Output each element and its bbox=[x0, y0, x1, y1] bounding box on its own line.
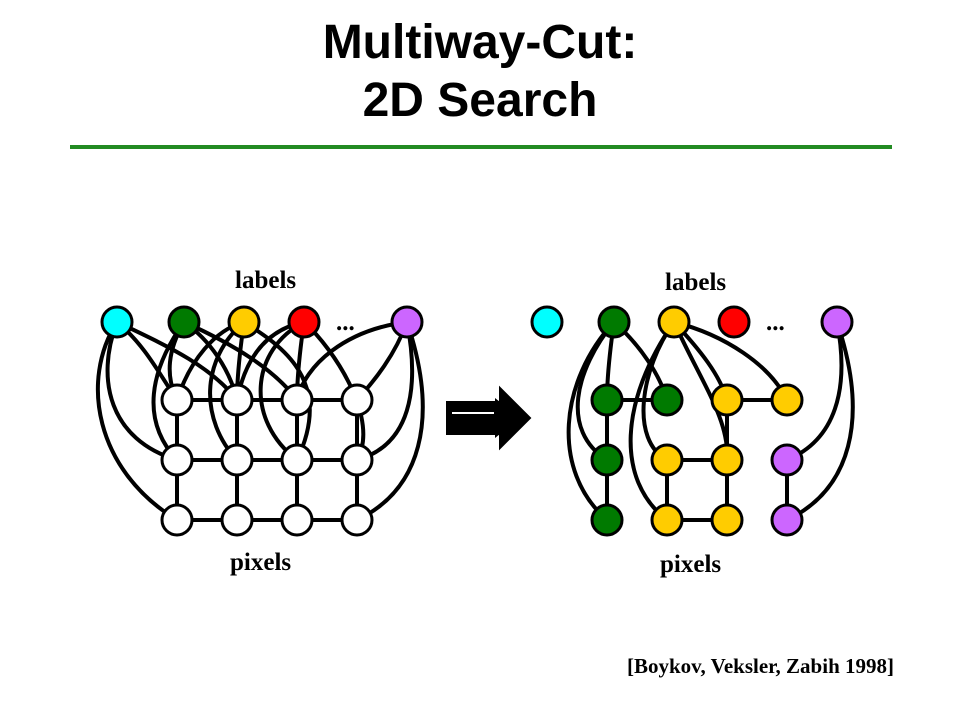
before-edges bbox=[95, 320, 425, 522]
before-terminal-edge bbox=[105, 320, 179, 462]
before-pixel-node bbox=[340, 443, 374, 477]
after-pixel-node bbox=[650, 503, 684, 537]
before-terminal-edge bbox=[355, 320, 415, 462]
before-terminal-edge bbox=[208, 320, 246, 462]
after-pixel-node bbox=[710, 383, 744, 417]
after-pixel-node bbox=[650, 383, 684, 417]
after-pixel-node bbox=[590, 383, 624, 417]
after-edges bbox=[566, 320, 855, 522]
before-pixel-node bbox=[220, 503, 254, 537]
after-terminal-edge bbox=[785, 320, 855, 522]
after-pixels-caption: pixels bbox=[660, 551, 721, 578]
after-pixel-nodes bbox=[590, 383, 804, 537]
before-pixel-node bbox=[220, 383, 254, 417]
after-pixel-node bbox=[710, 503, 744, 537]
before-pixel-node bbox=[160, 383, 194, 417]
after-pixel-node bbox=[770, 503, 804, 537]
before-pixel-node bbox=[280, 503, 314, 537]
after-graph: labels bbox=[530, 269, 855, 578]
after-pixel-node bbox=[770, 383, 804, 417]
before-pixel-node bbox=[160, 503, 194, 537]
after-labels-caption: labels bbox=[665, 269, 726, 296]
after-terminal-edge bbox=[628, 320, 676, 522]
after-pixel-node bbox=[590, 443, 624, 477]
after-pixel-node bbox=[590, 503, 624, 537]
after-label-node-yellow bbox=[657, 305, 691, 339]
before-terminal-edge bbox=[95, 320, 179, 522]
after-pixel-node bbox=[710, 443, 744, 477]
after-ellipsis: ... bbox=[766, 309, 785, 336]
after-terminal-edge bbox=[566, 320, 616, 522]
after-label-node-green bbox=[597, 305, 631, 339]
citation: [Boykov, Veksler, Zabih 1998] bbox=[626, 654, 894, 678]
before-label-node-purple bbox=[390, 305, 424, 339]
slide-title: Multiway-Cut: 2D Search bbox=[0, 14, 960, 130]
before-label-node-red bbox=[287, 305, 321, 339]
slide-title-line-1: Multiway-Cut: bbox=[322, 16, 638, 69]
before-label-node-cyan bbox=[100, 305, 134, 339]
before-pixels-caption: pixels bbox=[230, 549, 291, 576]
after-label-node-red bbox=[717, 305, 751, 339]
after-pixel-node bbox=[770, 443, 804, 477]
before-pixel-node bbox=[340, 383, 374, 417]
before-pixel-nodes bbox=[160, 383, 374, 537]
before-label-node-green bbox=[167, 305, 201, 339]
before-graph: labels bbox=[95, 267, 425, 576]
before-terminal-edge bbox=[355, 320, 425, 522]
before-pixel-node bbox=[160, 443, 194, 477]
before-pixel-node bbox=[220, 443, 254, 477]
before-labels-caption: labels bbox=[235, 267, 296, 294]
before-pixel-node bbox=[280, 383, 314, 417]
before-terminal-edge bbox=[151, 320, 186, 462]
before-pixel-node bbox=[280, 443, 314, 477]
before-terminal-edge bbox=[258, 320, 306, 462]
before-pixel-node bbox=[340, 503, 374, 537]
after-label-node-cyan bbox=[530, 305, 564, 339]
slide-title-line-2: 2D Search bbox=[362, 74, 598, 127]
after-pixel-node bbox=[650, 443, 684, 477]
after-terminal-edge bbox=[785, 320, 844, 462]
after-label-node-purple bbox=[820, 305, 854, 339]
before-ellipsis: ... bbox=[336, 309, 355, 336]
before-label-node-yellow bbox=[227, 305, 261, 339]
right-arrow-icon bbox=[446, 385, 532, 451]
title-underline bbox=[70, 145, 892, 149]
